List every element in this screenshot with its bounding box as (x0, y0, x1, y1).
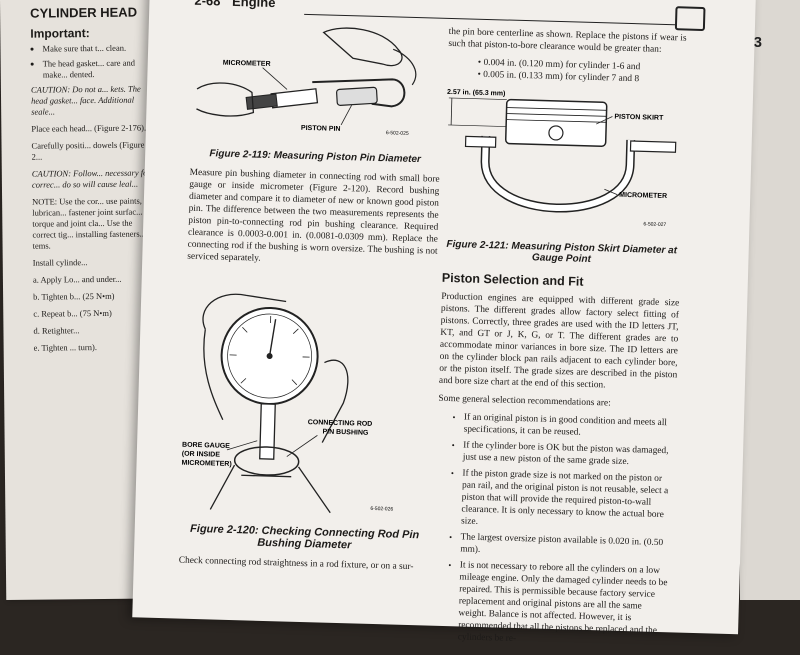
list-item: The head gasket... care and make... dent… (43, 57, 151, 80)
label-or-inside: (OR INSIDE (182, 451, 221, 459)
figure-2-120-illustration: CONNECTING ROD PIN BUSHING BORE GAUGE (O… (180, 269, 437, 521)
list-item: Make sure that t... clean. (42, 42, 150, 54)
substep: e. Tighten ... turn). (34, 341, 154, 353)
label-dimension: 2.57 in. (65.3 mm) (447, 89, 506, 98)
paragraph-selection: Production engines are equipped with dif… (439, 291, 680, 394)
list-item: If an original piston is in good conditi… (463, 411, 676, 441)
label-pin-bushing: PIN BUSHING (322, 429, 369, 437)
page-number: 2-68 (194, 0, 220, 9)
label-connecting-rod: CONNECTING ROD (308, 419, 373, 428)
recommendations-list: If an original piston is in good conditi… (432, 411, 676, 650)
section-title: Piston Selection and Fit (442, 271, 680, 292)
figure-2-121-illustration: 2.57 in. (65.3 mm) PISTON SKIRT MICROMET… (443, 80, 685, 237)
label-bore-gauge: BORE GAUGE (182, 442, 230, 450)
substep: c. Repeat b... (75 N•m) (33, 307, 153, 319)
figure-2-120-caption: Figure 2-120: Checking Connecting Rod Pi… (179, 523, 430, 554)
right-column: the pin bore centerline as shown. Replac… (432, 26, 687, 653)
left-column: MICROMETER PISTON PIN 6-502-025 Figure 2… (179, 19, 444, 580)
figure-2-121-caption: Figure 2-121: Measuring Piston Skirt Dia… (442, 239, 681, 268)
figure-2-119-illustration: MICROMETER PISTON PIN 6-502-025 (191, 19, 444, 146)
label-micrometer: MICROMETER (619, 192, 667, 200)
figure-code: 6-502-027 (643, 221, 666, 228)
important-list: Make sure that t... clean. The head gask… (30, 42, 150, 80)
paragraph-pin-bore: the pin bore centerline as shown. Replac… (448, 26, 687, 57)
label-micrometer: MICROMETER (223, 60, 271, 68)
background-page-content: CYLINDER HEAD Important: Make sure that … (30, 6, 154, 359)
manual-page: 2-68 Engine MICROMETER PISTON PIN 6-502-… (132, 0, 756, 634)
engine-icon (675, 6, 706, 31)
figure-2-119-caption: Figure 2-119: Measuring Piston Pin Diame… (190, 148, 440, 166)
label-micrometer-paren: MICROMETER) (181, 460, 231, 468)
paragraph-general: Some general selection recommendations a… (438, 393, 676, 412)
caution-text: CAUTION: Do not a... kets. The head gask… (31, 83, 151, 117)
back-page-heading: CYLINDER HEAD (30, 6, 150, 18)
step-1: Place each head... (Figure 2-176). (31, 122, 151, 134)
note-text: NOTE: Use the cor... use paints, lubrica… (32, 195, 153, 251)
label-piston-pin: PISTON PIN (301, 125, 341, 133)
step-2: Carefully positi... dowels (Figure 2... (31, 139, 151, 162)
list-item: It is not necessary to rebore all the cy… (458, 559, 672, 649)
important-heading: Important: (30, 27, 150, 39)
figure-code: 6-502-025 (386, 130, 409, 137)
paragraph-pin-bushing: Measure pin bushing diameter in connecti… (187, 167, 440, 270)
substep: d. Retighter... (33, 324, 153, 336)
step-3: Install cylinde... (33, 256, 153, 268)
figure-code: 6-502-026 (370, 506, 393, 513)
label-piston-skirt: PISTON SKIRT (614, 114, 664, 122)
section-name: Engine (232, 0, 276, 10)
list-item: If the cylinder bore is OK but the pisto… (463, 439, 676, 469)
list-item: If the piston grade size is not marked o… (461, 467, 675, 533)
substep: a. Apply Lo... and under... (33, 273, 153, 285)
list-item: The largest oversize piston available is… (460, 531, 673, 561)
paragraph-rod-straightness: Check connecting rod straightness in a r… (179, 555, 429, 574)
caution-text: CAUTION: Follow... necessary for correc.… (32, 167, 152, 190)
substep: b. Tighten b... (25 N•m) (33, 290, 153, 302)
